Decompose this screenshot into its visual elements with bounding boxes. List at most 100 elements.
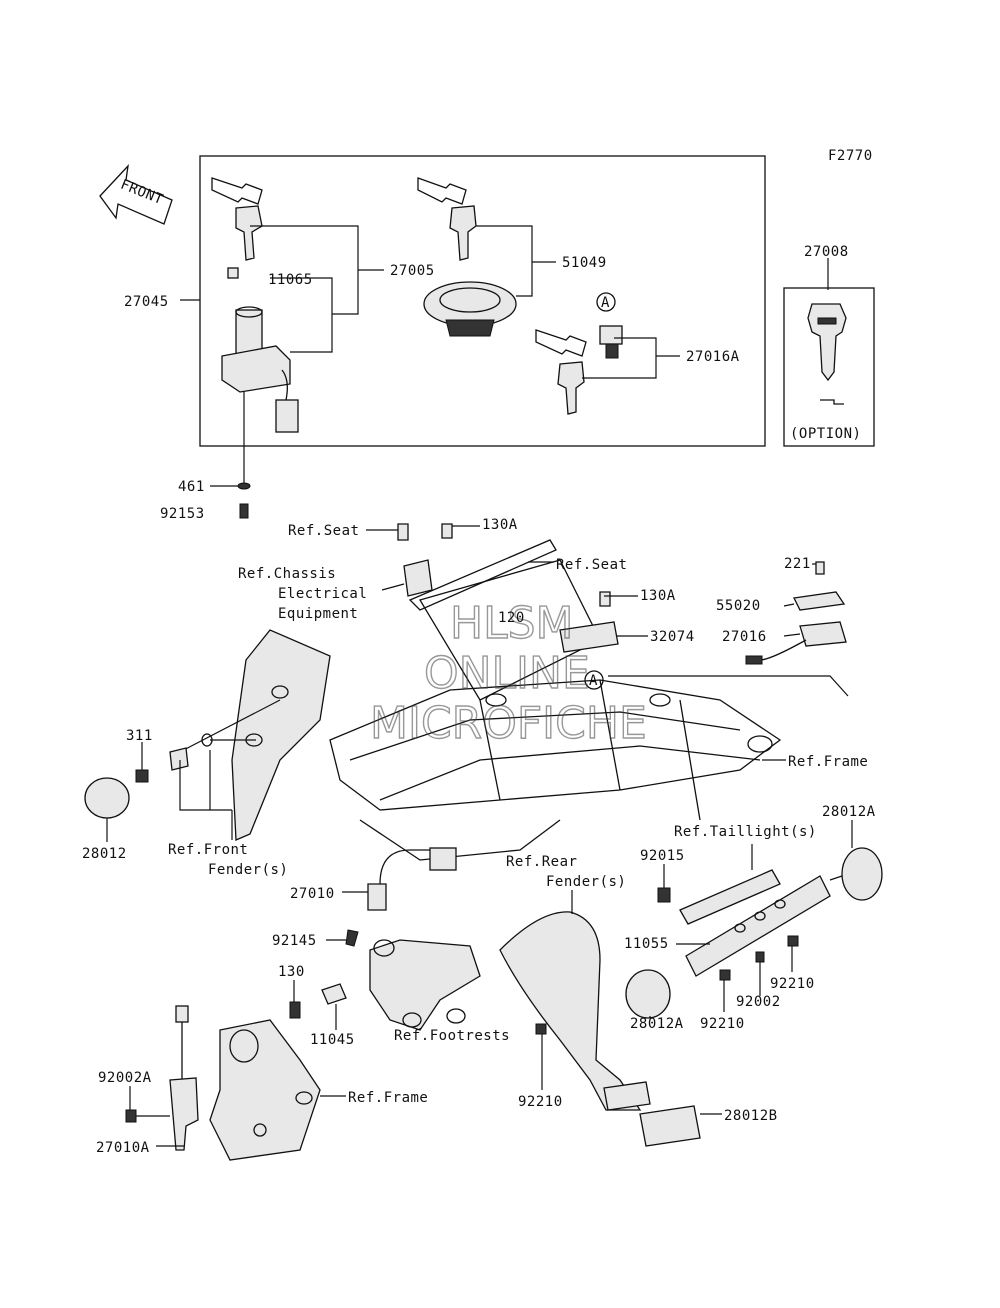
- label-28012b: 28012B: [724, 1108, 778, 1124]
- nut-icon: [135, 769, 149, 783]
- bolt-icon: [125, 1109, 137, 1123]
- label-92015: 92015: [640, 848, 685, 864]
- label-ref-frame-1: Ref.Frame: [788, 754, 868, 770]
- screw-icon: [815, 561, 825, 575]
- nut-icon: [535, 1023, 547, 1035]
- footrest-bracket-icon: [369, 939, 481, 1031]
- reference-a-marker: [584, 670, 604, 690]
- reflector-icon: [639, 1105, 701, 1147]
- reference-a-marker: [596, 292, 616, 312]
- ignition-switch-icon: [221, 267, 299, 433]
- seat-lock-icon: [599, 325, 623, 359]
- frame-icon: [329, 559, 782, 861]
- label-27008: 27008: [804, 244, 849, 260]
- label-27005: 27005: [390, 263, 435, 279]
- spring-icon: [345, 929, 359, 947]
- label-ref-footrests: Ref.Footrests: [394, 1028, 510, 1044]
- label-120: 120: [498, 610, 525, 626]
- label-ref-chassis-3: Equipment: [278, 606, 358, 622]
- label-ref-front-1: Ref.Front: [168, 842, 248, 858]
- label-27010: 27010: [290, 886, 335, 902]
- option-box: [783, 287, 875, 447]
- bolt-icon: [599, 591, 611, 607]
- bracket-icon: [321, 983, 347, 1005]
- label-ref-front-2: Fender(s): [208, 862, 288, 878]
- label-11045: 11045: [310, 1032, 355, 1048]
- label-130a-1: 130A: [482, 517, 518, 533]
- reflector-icon: [84, 777, 130, 819]
- label-461: 461: [178, 479, 205, 495]
- label-92145: 92145: [272, 933, 317, 949]
- side-stand-switch-icon: [169, 1005, 199, 1151]
- label-option: (OPTION): [790, 426, 861, 442]
- key-icon: [807, 303, 847, 382]
- label-ref-taillight: Ref.Taillight(s): [674, 824, 817, 840]
- seat-bracket-icon: [403, 539, 557, 611]
- label-92002: 92002: [736, 994, 781, 1010]
- taillight-bracket-icon: [679, 869, 831, 977]
- watermark-line-3: MICROFICHE: [370, 698, 647, 749]
- label-32074: 32074: [650, 629, 695, 645]
- label-ref-seat-1: Ref.Seat: [288, 523, 359, 539]
- nut-icon: [719, 969, 731, 981]
- bolt-icon: [441, 523, 453, 539]
- label-ref-rear-2: Fender(s): [546, 874, 626, 890]
- label-130: 130: [278, 964, 305, 980]
- key-blank-icon: [211, 177, 263, 261]
- label-a-mid: A: [589, 673, 598, 689]
- label-92002a: 92002A: [98, 1070, 152, 1086]
- label-27016a: 27016A: [686, 349, 740, 365]
- label-ref-chassis-1: Ref.Chassis: [238, 566, 336, 582]
- label-27045: 27045: [124, 294, 169, 310]
- label-28012a-1: 28012A: [822, 804, 876, 820]
- label-51049: 51049: [562, 255, 607, 271]
- label-221: 221: [784, 556, 811, 572]
- label-ref-rear-1: Ref.Rear: [506, 854, 577, 870]
- watermark-line-2: ONLINE: [424, 648, 590, 699]
- bolt-icon: [397, 523, 409, 541]
- side-stand-switch-icon: [367, 847, 457, 911]
- label-27010a: 27010A: [96, 1140, 150, 1156]
- key-blank-icon: [417, 177, 477, 261]
- label-311: 311: [126, 728, 153, 744]
- washer-icon: [201, 733, 213, 747]
- label-92153: 92153: [160, 506, 205, 522]
- reflector-icon: [841, 847, 883, 901]
- label-28012: 28012: [82, 846, 127, 862]
- label-ref-frame-2: Ref.Frame: [348, 1090, 428, 1106]
- label-ref-chassis-2: Electrical: [278, 586, 367, 602]
- reflector-icon: [625, 969, 671, 1019]
- nut-icon: [657, 887, 671, 903]
- seat-lock-bracket-icon: [559, 621, 619, 653]
- watermark-line-1: HLSM: [450, 598, 574, 649]
- figure-code: F2770: [828, 148, 873, 164]
- fuel-cap-icon: [423, 281, 517, 337]
- bolt-icon: [289, 1001, 301, 1019]
- label-92210-1: 92210: [770, 976, 815, 992]
- label-ref-seat-2: Ref.Seat: [556, 557, 627, 573]
- label-28012a-2: 28012A: [630, 1016, 684, 1032]
- front-arrow-icon: FRONT: [99, 164, 173, 225]
- washer-icon: [237, 482, 251, 490]
- key-cut-icon: [820, 399, 844, 405]
- front-arrow-label: FRONT: [118, 177, 165, 209]
- key-blank-icon: [535, 329, 587, 415]
- nut-icon: [787, 935, 799, 947]
- frame-lower-icon: [209, 1019, 321, 1161]
- seat-lock-cable-icon: [745, 591, 847, 665]
- label-92210-3: 92210: [518, 1094, 563, 1110]
- label-130a-2: 130A: [640, 588, 676, 604]
- label-11055: 11055: [624, 936, 669, 952]
- ignition-set-box: [199, 155, 766, 447]
- bolt-icon: [239, 503, 249, 519]
- label-27016: 27016: [722, 629, 767, 645]
- label-55020: 55020: [716, 598, 761, 614]
- label-a-top: A: [601, 295, 610, 311]
- rear-fender-icon: [499, 911, 651, 1111]
- label-11065: 11065: [268, 272, 313, 288]
- bolt-icon: [755, 951, 765, 963]
- spacer-icon: [169, 747, 189, 771]
- front-fender-icon: [231, 629, 331, 841]
